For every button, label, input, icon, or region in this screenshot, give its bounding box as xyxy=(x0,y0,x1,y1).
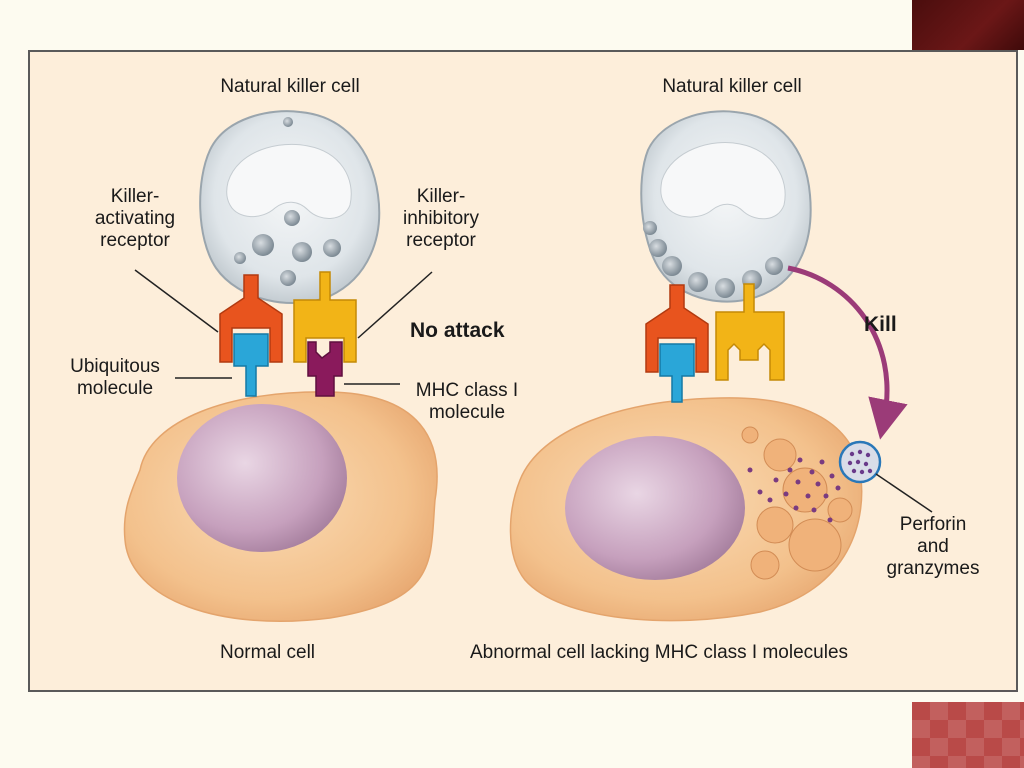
kill-label: Kill xyxy=(864,313,897,336)
decorative-corner-top xyxy=(912,0,1024,50)
nk-right-granules xyxy=(643,221,783,298)
killer-inhibitory-receptor-label: Killer- inhibitory receptor xyxy=(402,186,480,251)
no-attack-label: No attack xyxy=(410,319,505,342)
nk-cell-left-nucleus xyxy=(226,143,352,219)
killer-activating-receptor-label: Killer- activating receptor xyxy=(94,186,176,251)
abnormal-cell-label: Abnormal cell lacking MHC class I molecu… xyxy=(470,642,849,663)
killer-inhibitory-receptor-right xyxy=(715,283,785,381)
ubiquitous-molecule-left xyxy=(233,333,269,397)
ubiquitous-molecule-label: Ubiquitous molecule xyxy=(70,356,160,399)
mhc-class-i-molecule-left xyxy=(307,341,343,397)
abnormal-cell-nucleus xyxy=(565,436,745,580)
nk-left-granules xyxy=(234,117,341,286)
nk-cell-right-label: Natural killer cell xyxy=(662,76,802,97)
killer-inhibitory-receptor-left xyxy=(293,271,357,363)
normal-cell-label: Normal cell xyxy=(220,642,316,663)
normal-cell-nucleus xyxy=(177,404,347,552)
nk-cell-left-label: Natural killer cell xyxy=(220,76,360,97)
killer-activating-receptor-right xyxy=(645,284,709,373)
decorative-corner-bottom xyxy=(912,702,1024,768)
killer-activating-receptor-left xyxy=(219,274,283,363)
nk-cell-right-nucleus xyxy=(660,142,786,220)
abnormal-cell-blebs xyxy=(741,426,853,580)
perforin-granzymes-label: Perforin and granzymes xyxy=(886,514,980,579)
kill-arrow xyxy=(787,265,908,440)
mhc-class-i-label: MHC class I molecule xyxy=(415,380,519,423)
perforin-granule-dots xyxy=(747,457,841,523)
ubiquitous-molecule-right xyxy=(659,343,695,403)
